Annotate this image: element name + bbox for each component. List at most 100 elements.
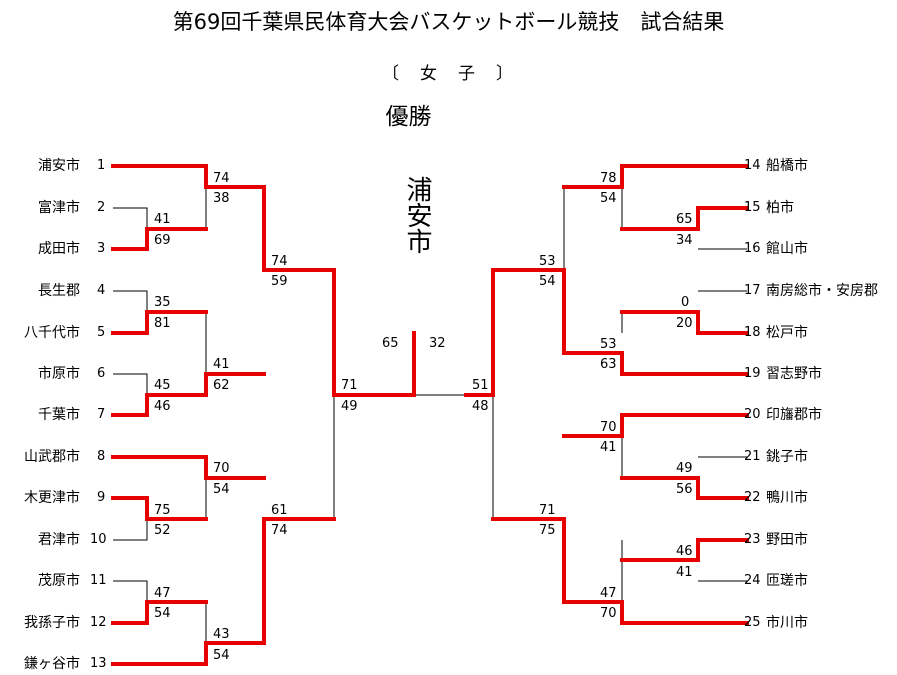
team-name: 木更津市 bbox=[24, 490, 80, 506]
team-seed: 2 bbox=[97, 200, 106, 215]
team-seed: 3 bbox=[97, 241, 106, 256]
category-subtitle: 〔 女 子 〕 bbox=[382, 64, 515, 84]
team-name: 銚子市 bbox=[766, 449, 808, 465]
team-name: 富津市 bbox=[38, 200, 80, 216]
match-score: 54 bbox=[539, 274, 556, 289]
champion-label: 優勝 bbox=[385, 104, 432, 130]
team-seed: 17 bbox=[744, 283, 761, 298]
match-score: 53 bbox=[539, 254, 556, 269]
team-name: 市川市 bbox=[766, 615, 808, 631]
team-seed: 23 bbox=[744, 532, 761, 547]
match-score: 78 bbox=[600, 171, 617, 186]
team-name: 山武郡市 bbox=[24, 449, 80, 465]
team-name: 長生郡 bbox=[38, 283, 80, 299]
match-score: 74 bbox=[271, 254, 288, 269]
team-name: 市原市 bbox=[38, 366, 80, 382]
match-score: 0 bbox=[681, 295, 690, 310]
match-score: 71 bbox=[341, 378, 358, 393]
match-score: 69 bbox=[154, 233, 171, 248]
team-seed: 11 bbox=[90, 573, 107, 588]
match-score: 70 bbox=[213, 461, 230, 476]
team-seed: 9 bbox=[97, 490, 106, 505]
team-seed: 19 bbox=[744, 366, 761, 381]
match-score: 41 bbox=[213, 357, 230, 372]
page-title: 第69回千葉県民体育大会バスケットボール競技 試合結果 bbox=[172, 10, 725, 34]
match-score: 51 bbox=[472, 378, 489, 393]
match-score: 62 bbox=[213, 378, 230, 393]
team-name: 茂原市 bbox=[38, 573, 80, 589]
team-name: 野田市 bbox=[766, 532, 808, 548]
match-score: 45 bbox=[154, 378, 171, 393]
team-seed: 7 bbox=[97, 407, 106, 422]
match-score: 71 bbox=[539, 503, 556, 518]
final-score: 65 bbox=[382, 336, 399, 351]
team-seed: 10 bbox=[90, 532, 107, 547]
match-score: 46 bbox=[154, 399, 171, 414]
match-score: 81 bbox=[154, 316, 171, 331]
match-score: 41 bbox=[676, 565, 693, 580]
team-name: 船橋市 bbox=[766, 158, 808, 174]
match-score: 54 bbox=[154, 606, 171, 621]
match-score: 49 bbox=[676, 461, 693, 476]
team-seed: 24 bbox=[744, 573, 761, 588]
match-score: 54 bbox=[213, 482, 230, 497]
team-seed: 25 bbox=[744, 615, 761, 630]
team-name: 館山市 bbox=[766, 241, 808, 257]
team-seed: 22 bbox=[744, 490, 761, 505]
team-seed: 5 bbox=[97, 325, 106, 340]
match-score: 47 bbox=[154, 586, 171, 601]
match-score: 34 bbox=[676, 233, 693, 248]
match-score: 75 bbox=[154, 503, 171, 518]
match-score: 61 bbox=[271, 503, 288, 518]
match-score: 74 bbox=[271, 523, 288, 538]
match-score: 38 bbox=[213, 191, 230, 206]
champion-name-text: 浦安市 bbox=[402, 176, 432, 254]
match-score: 74 bbox=[213, 171, 230, 186]
match-score: 70 bbox=[600, 606, 617, 621]
match-score: 43 bbox=[213, 627, 230, 642]
match-score: 75 bbox=[539, 523, 556, 538]
match-score: 48 bbox=[472, 399, 489, 414]
match-score: 63 bbox=[600, 357, 617, 372]
match-score: 53 bbox=[600, 337, 617, 352]
match-score: 20 bbox=[676, 316, 693, 331]
match-score: 70 bbox=[600, 420, 617, 435]
team-seed: 16 bbox=[744, 241, 761, 256]
team-name: 千葉市 bbox=[38, 407, 80, 423]
team-seed: 20 bbox=[744, 407, 761, 422]
team-seed: 21 bbox=[744, 449, 761, 464]
match-score: 59 bbox=[271, 274, 288, 289]
match-score: 65 bbox=[676, 212, 693, 227]
match-score: 49 bbox=[341, 399, 358, 414]
team-name: 浦安市 bbox=[38, 158, 80, 174]
team-seed: 1 bbox=[97, 158, 106, 173]
champion-name: 浦安市 bbox=[400, 176, 432, 254]
bracket-lines-winners bbox=[111, 164, 749, 666]
team-name: 柏市 bbox=[766, 200, 794, 216]
team-name: 君津市 bbox=[38, 532, 80, 548]
team-seed: 15 bbox=[744, 200, 761, 215]
team-seed: 13 bbox=[90, 656, 107, 671]
team-name: 印旛郡市 bbox=[766, 407, 822, 423]
team-name: 鴨川市 bbox=[766, 490, 808, 506]
team-seed: 6 bbox=[97, 366, 106, 381]
team-name: 八千代市 bbox=[24, 325, 80, 341]
match-score: 46 bbox=[676, 544, 693, 559]
team-name: 我孫子市 bbox=[24, 615, 80, 631]
team-seed: 12 bbox=[90, 615, 107, 630]
team-seed: 8 bbox=[97, 449, 106, 464]
match-score: 41 bbox=[600, 440, 617, 455]
team-name: 匝瑳市 bbox=[766, 573, 808, 589]
match-score: 47 bbox=[600, 586, 617, 601]
match-score: 54 bbox=[600, 191, 617, 206]
match-score: 41 bbox=[154, 212, 171, 227]
match-score: 52 bbox=[154, 523, 171, 538]
team-name: 南房総市・安房郡 bbox=[766, 283, 878, 299]
team-seed: 14 bbox=[744, 158, 761, 173]
team-name: 習志野市 bbox=[766, 366, 822, 382]
team-name: 鎌ヶ谷市 bbox=[24, 656, 80, 672]
match-score: 54 bbox=[213, 648, 230, 663]
team-seed: 18 bbox=[744, 325, 761, 340]
team-name: 松戸市 bbox=[766, 325, 808, 341]
